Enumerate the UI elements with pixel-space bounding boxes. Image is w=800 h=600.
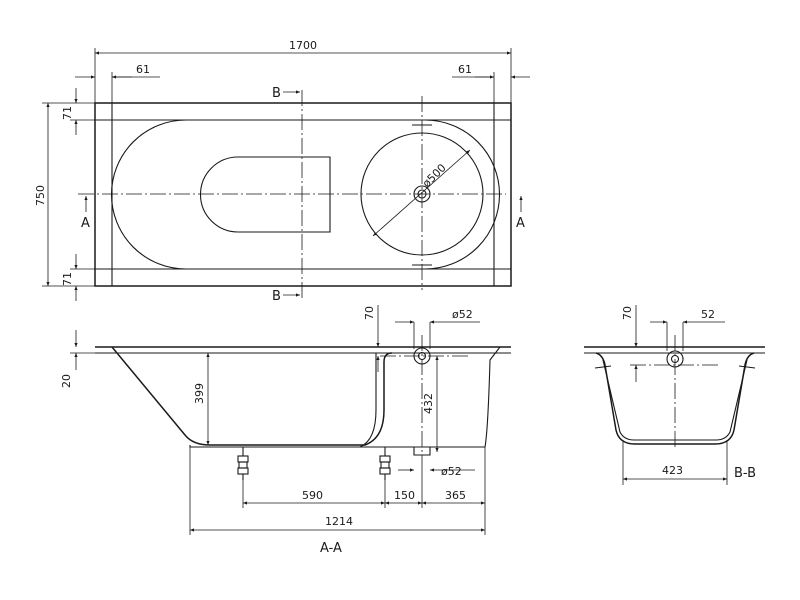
bb-dim-52-label: 52 [701, 308, 715, 321]
dim-432-label: 432 [422, 393, 435, 414]
aa-foot-right [379, 447, 391, 480]
section-bb-view: 70 52 423 B-B [584, 305, 765, 485]
dim-399-label: 399 [193, 383, 206, 404]
dim-71-top-label: 71 [61, 106, 74, 120]
basin-outline [111, 119, 500, 270]
aa-outer-base [189, 346, 501, 448]
section-b-top-label: B [272, 86, 281, 101]
dim-750-label: 750 [34, 185, 47, 206]
dim-1700-label: 1700 [289, 39, 317, 52]
dim-1214-label: 1214 [325, 515, 353, 528]
diameter-label: ø500 [420, 161, 449, 190]
bb-flange-left [594, 365, 612, 369]
dim-150-label: 150 [394, 489, 415, 502]
bb-dim-70-label: 70 [621, 306, 634, 320]
dim-20-label: 20 [60, 374, 73, 388]
bb-flange-right [738, 365, 756, 369]
plan-view: ø500 B B A A 1700 61 61 [34, 39, 530, 304]
dim-61-left-label: 61 [136, 63, 150, 76]
view-bb-label: B-B [734, 466, 756, 481]
section-a-right-label: A [516, 216, 525, 231]
dim-590-label: 590 [302, 489, 323, 502]
dim-52-bottom-label: ø52 [441, 465, 462, 478]
section-b-bottom-label: B [272, 289, 281, 304]
aa-foot-left [237, 447, 249, 480]
diameter-leader [372, 149, 471, 237]
view-aa-label: A-A [320, 541, 342, 556]
dim-365-label: 365 [445, 489, 466, 502]
bb-dim-423-label: 423 [662, 464, 683, 477]
dim-70-label: 70 [363, 306, 376, 320]
basin-bottom-outline [199, 156, 331, 233]
aa-waste-outlet [413, 447, 431, 456]
section-a-left-label: A [81, 216, 90, 231]
tub-outer-outline [94, 102, 512, 287]
section-aa-view: 399 432 ø52 70 20 [60, 305, 511, 556]
dim-61-right-label: 61 [458, 63, 472, 76]
aa-inner-profile [111, 346, 393, 446]
dim-52-top-label: ø52 [452, 308, 473, 321]
dim-71-bottom-label: 71 [61, 272, 74, 286]
circle-tick-marks [412, 124, 432, 266]
aa-inner-wall [359, 353, 377, 448]
